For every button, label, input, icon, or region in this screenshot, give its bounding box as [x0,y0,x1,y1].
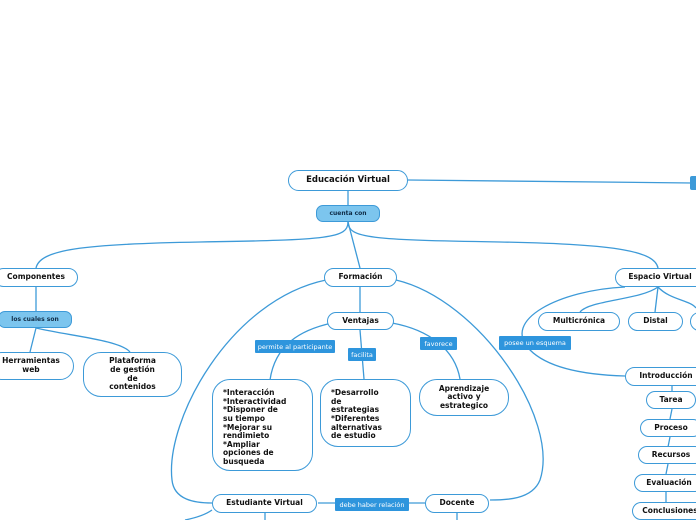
link-cuenta-formacion [347,221,361,269]
link-recursos-evaluacion [665,463,669,475]
recursos-node[interactable]: Recursos [638,446,696,464]
link-root-right [407,179,693,184]
componentes-node[interactable]: Componentes [0,268,78,287]
proceso-node[interactable]: Proceso [640,419,696,437]
favorece-tag[interactable]: favorece [420,337,457,350]
plataforma-node[interactable]: Plataforma de gestión de contenidos [83,352,182,397]
link-proceso-recursos [667,436,671,448]
link-pill-herramientas [29,327,37,353]
ventajas-node[interactable]: Ventajas [327,312,394,330]
aprendizaje-node[interactable]: Aprendizaje activo y estrategico [419,379,509,416]
multicronica-node[interactable]: Multicrónica [538,312,620,331]
link-cuenta-espacio [347,221,659,269]
facilita-tag[interactable]: facilita [348,348,376,361]
distal-node[interactable]: Distal [628,312,683,331]
link-ventajas-aprendizaje [391,322,461,380]
link-formacion-docente [395,279,544,501]
link-pill-plataforma [35,327,131,353]
link-formacion-estudiante [170,279,327,504]
evaluacion-node[interactable]: Evaluación [634,474,696,492]
formacion-node[interactable]: Formación [324,268,397,287]
interaccion-node[interactable]: *Interacción *Interactividad *Disponer d… [212,379,313,471]
link-estudiante-left [184,509,213,520]
estudiante-virtual-node[interactable]: Estudiante Virtual [212,494,317,513]
herramientas-web-node[interactable]: Herramientas web [0,352,74,380]
espacio-virtual-node[interactable]: Espacio Virtual [615,268,696,287]
link-espacio-introduccion [521,286,626,377]
conclusiones-node[interactable]: Conclusiones [632,502,696,520]
los-cuales-son-pill[interactable]: los cuales son [0,311,72,328]
permite-tag[interactable]: permite al participante [255,340,335,353]
root-node[interactable]: Educación Virtual [288,170,408,191]
tarea-node[interactable]: Tarea [646,391,696,409]
link-espacio-more [657,286,696,309]
desarrollo-node[interactable]: *Desarrollo de estrategias *Diferentes a… [320,379,411,447]
link-espacio-multicronica [579,286,659,313]
link-cuenta-componentes [35,221,349,269]
debe-haber-relacion-tag[interactable]: debe haber relación [335,498,409,511]
introduccion-node[interactable]: Introducción [625,367,696,386]
offscreen-node-stub[interactable] [690,176,696,190]
link-tarea-proceso [669,408,673,420]
link-espacio-distal [654,286,659,313]
docente-node[interactable]: Docente [425,494,489,513]
posee-tag[interactable]: posee un esquema [499,336,571,350]
cuenta-con-pill[interactable]: cuenta con [316,205,380,222]
